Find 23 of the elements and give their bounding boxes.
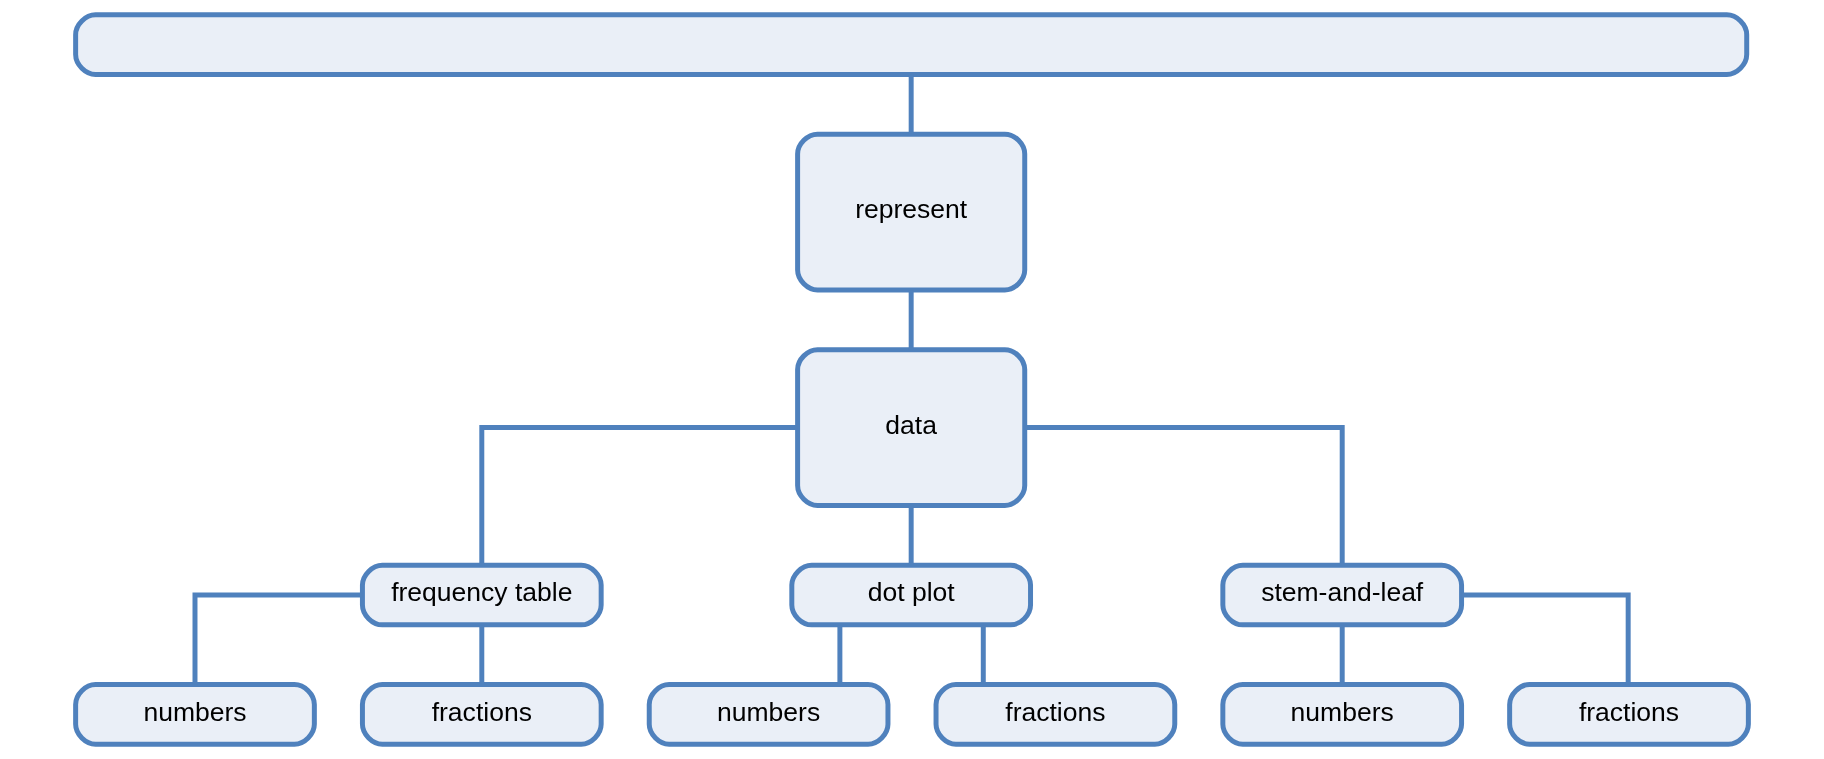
node-box: stem-and-leaf bbox=[1220, 562, 1465, 628]
node-box: fractions bbox=[359, 682, 604, 747]
node-box: data bbox=[795, 347, 1028, 508]
connector bbox=[980, 625, 986, 684]
connector bbox=[837, 625, 843, 684]
node-box: dot plot bbox=[789, 562, 1033, 628]
connector bbox=[1025, 425, 1345, 566]
node-box: frequency table bbox=[359, 562, 604, 628]
connector bbox=[908, 505, 914, 565]
connector bbox=[908, 74, 914, 134]
connector bbox=[1461, 592, 1631, 685]
connector bbox=[479, 425, 798, 566]
node-box: numbers bbox=[73, 682, 317, 747]
node-box bbox=[73, 12, 1750, 77]
connector bbox=[479, 625, 485, 684]
node-box: fractions bbox=[1507, 682, 1751, 747]
node-box: numbers bbox=[646, 682, 891, 747]
connector bbox=[908, 290, 914, 350]
connector bbox=[192, 592, 363, 685]
node-box: fractions bbox=[933, 682, 1178, 747]
connector bbox=[1339, 625, 1345, 684]
node-box: represent bbox=[795, 131, 1028, 293]
node-box: numbers bbox=[1220, 682, 1465, 747]
